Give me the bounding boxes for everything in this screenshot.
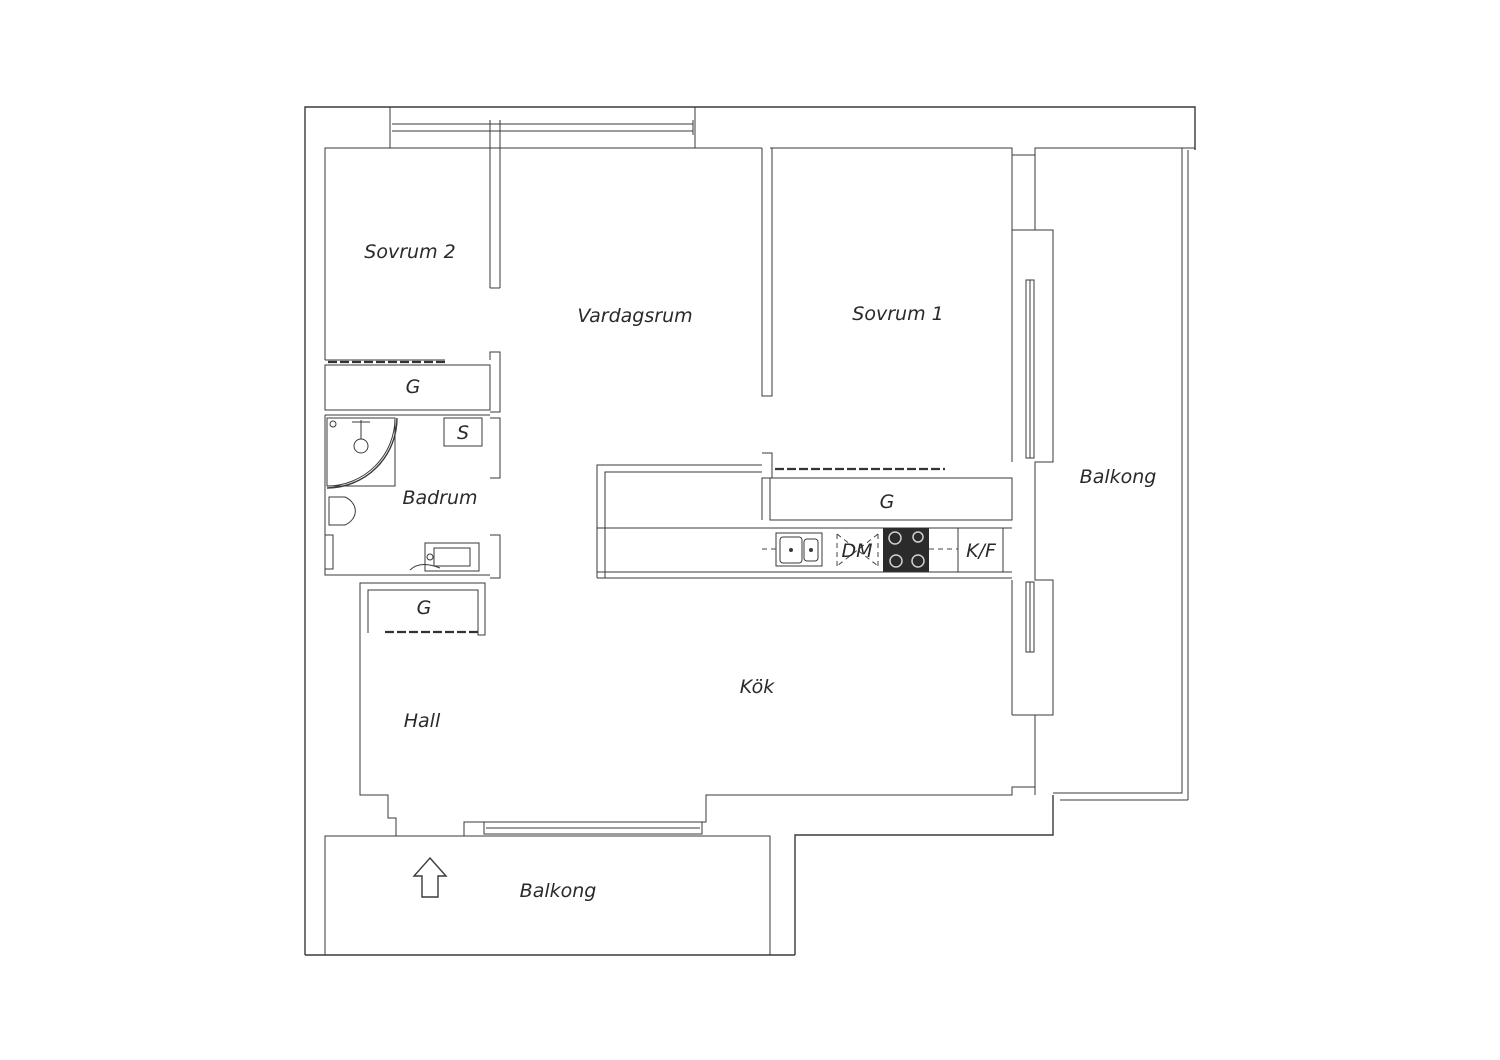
kitchen-counter — [596, 464, 1012, 579]
fixture-label-s: S — [457, 422, 469, 444]
room-label-vardagsrum: Vardagsrum — [577, 305, 692, 327]
outer-walls — [304, 106, 1196, 956]
north-window — [389, 106, 696, 149]
sovrum-1-walls — [761, 148, 1013, 521]
east-wall — [1011, 148, 1054, 795]
hall-wardrobe — [359, 582, 486, 636]
room-label-hall: Hall — [404, 710, 441, 732]
toilet-icon — [324, 496, 356, 570]
room-label-balkong-south: Balkong — [520, 880, 597, 902]
east-balcony — [1035, 147, 1189, 801]
fixture-label-garderob-hall: G — [417, 597, 432, 619]
kitchen-sink-icon — [775, 532, 823, 567]
south-balcony — [324, 835, 771, 955]
room-label-kok: Kök — [740, 676, 775, 698]
room-label-sovrum-2: Sovrum 2 — [364, 241, 455, 263]
fixture-label-garderob-sovrum-1: G — [880, 491, 895, 513]
south-walls — [359, 633, 1036, 836]
room-label-badrum: Badrum — [402, 487, 477, 509]
room-label-sovrum-1: Sovrum 1 — [852, 303, 943, 325]
washbasin-icon — [409, 542, 480, 572]
bathroom — [324, 414, 501, 579]
sovrum-2 — [324, 120, 501, 413]
cooktop-icon — [883, 528, 929, 572]
entrance-arrow-icon — [412, 856, 448, 898]
shower-icon — [326, 417, 398, 489]
room-label-balkong-east: Balkong — [1080, 466, 1157, 488]
cabinet-box — [443, 417, 483, 447]
fixture-label-dm: DM — [841, 540, 872, 562]
fixture-label-kf: K/F — [966, 540, 997, 562]
fixture-label-garderob-sovrum-2: G — [406, 376, 421, 398]
